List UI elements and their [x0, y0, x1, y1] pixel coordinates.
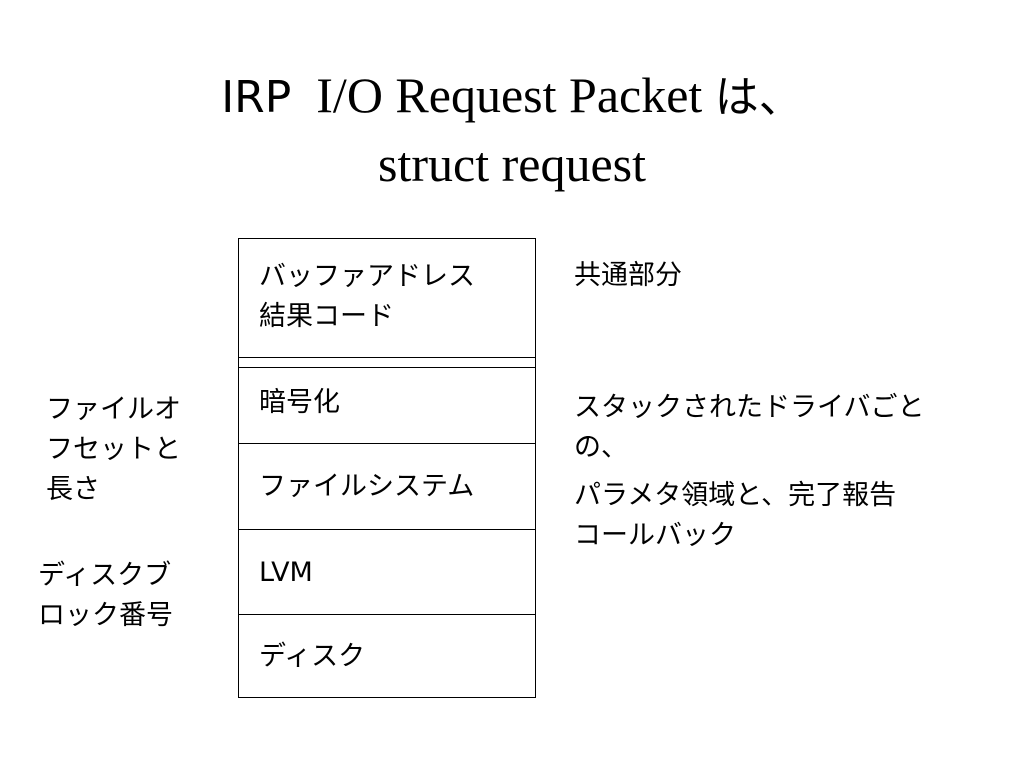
page-title: IRP I/O Request Packet は、 struct request	[0, 62, 1024, 197]
stack-layer-disk: ディスク	[259, 641, 366, 672]
label-file-offset-line: 長さ	[46, 474, 100, 505]
title-line-1: IRP I/O Request Packet は、	[0, 62, 1024, 131]
label-per-driver: スタックされたドライバごと の、 パラメタ領域と、完了報告 コールバック	[574, 388, 924, 556]
label-per-driver-line: スタックされたドライバごと	[574, 392, 925, 423]
stack-divider	[239, 367, 535, 368]
label-per-driver-line: コールバック	[574, 520, 736, 551]
stack-divider	[239, 357, 535, 358]
stack-layer-filesystem: ファイルシステム	[259, 471, 475, 502]
label-disk-block-line: ディスクブ	[38, 560, 172, 591]
stack-divider	[239, 443, 535, 444]
stack-divider	[239, 529, 535, 530]
label-common-part: 共通部分	[574, 260, 682, 291]
stack-layer-encryption: 暗号化	[259, 387, 340, 418]
stack-result-code: 結果コード	[259, 301, 394, 332]
title-line-2: struct request	[378, 136, 646, 192]
label-per-driver-line: パラメタ領域と、完了報告	[574, 480, 897, 511]
label-disk-block: ディスクブ ロック番号	[38, 556, 173, 636]
stack-buffer-address: バッファアドレス	[259, 261, 475, 292]
label-file-offset-line: フセットと	[46, 434, 181, 465]
stack-common-section: バッファアドレス 結果コード	[239, 257, 535, 337]
title-main: I/O Request Packet	[316, 67, 703, 123]
label-file-offset: ファイルオ フセットと 長さ	[46, 390, 181, 510]
stack-layer-lvm: LVM	[259, 557, 313, 588]
stack-divider	[239, 614, 535, 615]
title-suffix: は、	[714, 72, 803, 123]
label-file-offset-line: ファイルオ	[46, 394, 181, 425]
label-disk-block-line: ロック番号	[38, 600, 173, 631]
label-per-driver-line: の、	[574, 432, 628, 463]
title-irp: IRP	[221, 72, 292, 123]
request-stack: バッファアドレス 結果コード 暗号化 ファイルシステム LVM ディスク	[238, 238, 536, 698]
